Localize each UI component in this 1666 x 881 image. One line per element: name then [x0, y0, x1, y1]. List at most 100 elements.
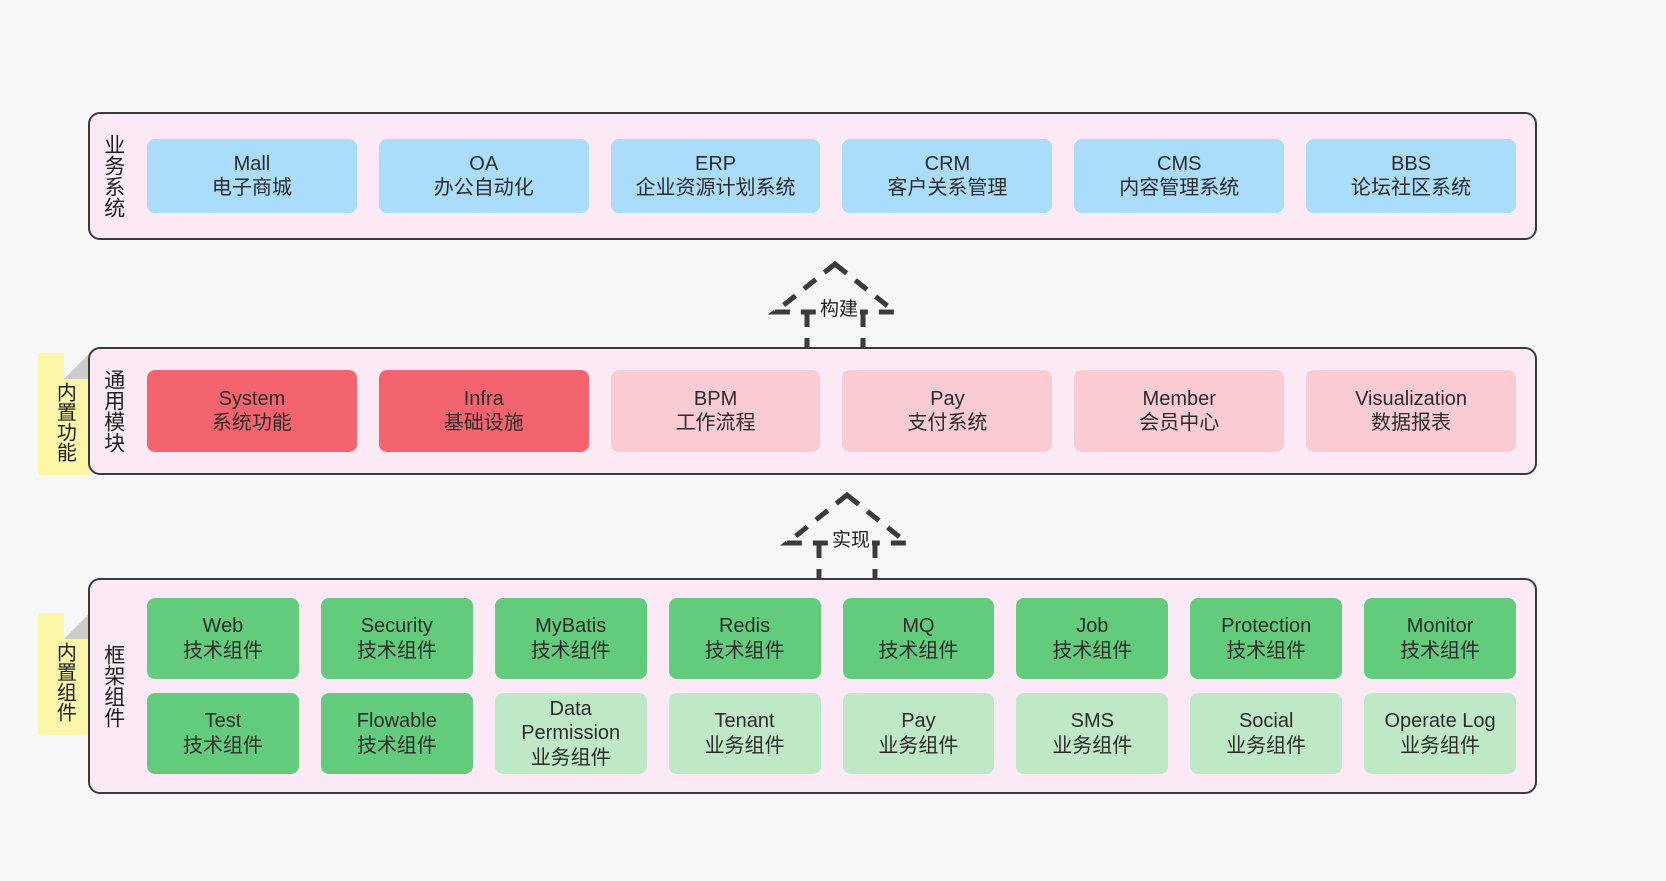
card-tenant-subtitle: 业务组件	[704, 734, 785, 757]
card-security-title: Security	[360, 615, 433, 638]
card-social[interactable]: Social 业务组件	[1190, 693, 1343, 774]
card-cms-title: CMS	[1157, 152, 1202, 175]
card-pay-module-title: Pay	[930, 387, 965, 410]
layer-common-modules: 通用模块 System 系统功能 Infra 基础设施 BPM 工作流程 Pay…	[88, 347, 1537, 475]
card-social-title: Social	[1238, 710, 1294, 733]
card-bbs[interactable]: BBS 论坛社区系统	[1306, 139, 1516, 213]
note-built-in-components: 内置组件	[38, 613, 90, 735]
card-visualization-subtitle: 数据报表	[1371, 412, 1452, 434]
card-mybatis-subtitle: 技术组件	[530, 639, 611, 662]
card-oa-title: OA	[469, 152, 499, 175]
card-job-title: Job	[1076, 615, 1109, 638]
layer-title-modules: 通用模块	[101, 369, 125, 453]
card-tenant-title: Tenant	[714, 710, 775, 733]
framework-row-technical: Web 技术组件 Security 技术组件 MyBatis 技术组件 Redi…	[136, 598, 1527, 679]
connector-implement-label: 实现	[830, 525, 873, 552]
note-built-in-features: 内置功能	[38, 353, 90, 475]
card-web-subtitle: 技术组件	[182, 639, 263, 662]
layer-business-systems: 业务系统 Mall 电子商城 OA 办公自动化 ERP 企业资源计划系统 CRM…	[88, 112, 1537, 240]
card-pay-module[interactable]: Pay 支付系统	[842, 370, 1053, 452]
card-oa[interactable]: OA 办公自动化	[378, 139, 589, 213]
card-data-permission-title: Data Permission	[521, 697, 621, 745]
card-protection-subtitle: 技术组件	[1226, 639, 1307, 662]
card-protection[interactable]: Protection 技术组件	[1190, 598, 1343, 679]
card-data-permission-subtitle: 业务组件	[530, 746, 611, 769]
card-mq-subtitle: 技术组件	[878, 639, 959, 662]
card-bbs-title: BBS	[1391, 152, 1432, 175]
card-crm[interactable]: CRM 客户关系管理	[842, 139, 1053, 213]
card-security-subtitle: 技术组件	[356, 639, 437, 662]
layer-body-business: Mall 电子商城 OA 办公自动化 ERP 企业资源计划系统 CRM 客户关系…	[136, 114, 1535, 238]
card-job[interactable]: Job 技术组件	[1016, 598, 1169, 679]
card-crm-subtitle: 客户关系管理	[887, 177, 1008, 199]
card-visualization[interactable]: Visualization 数据报表	[1306, 370, 1516, 452]
framework-row-business: Test 技术组件 Flowable 技术组件 Data Permission …	[136, 693, 1527, 774]
layer-title-business: 业务系统	[101, 134, 125, 218]
card-erp-subtitle: 企业资源计划系统	[635, 177, 796, 199]
card-crm-title: CRM	[924, 152, 971, 175]
card-test-subtitle: 技术组件	[182, 734, 263, 757]
note-fold-icon	[64, 353, 90, 379]
card-visualization-title: Visualization	[1355, 387, 1468, 410]
card-infra-title: Infra	[463, 387, 504, 410]
card-sms-title: SMS	[1070, 710, 1114, 733]
card-mybatis[interactable]: MyBatis 技术组件	[494, 598, 647, 679]
card-mall-title: Mall	[233, 152, 271, 175]
card-redis[interactable]: Redis 技术组件	[668, 598, 821, 679]
card-mq[interactable]: MQ 技术组件	[842, 598, 995, 679]
card-erp[interactable]: ERP 企业资源计划系统	[610, 139, 821, 213]
card-infra-subtitle: 基础设施	[443, 412, 524, 434]
card-oa-subtitle: 办公自动化	[433, 177, 534, 199]
card-pay-component-title: Pay	[901, 710, 936, 733]
card-monitor[interactable]: Monitor 技术组件	[1364, 598, 1516, 679]
card-system[interactable]: System 系统功能	[147, 370, 357, 452]
card-mall[interactable]: Mall 电子商城	[147, 139, 357, 213]
layer-framework-components: 框架组件 Web 技术组件 Security 技术组件 MyBatis 技术组件…	[88, 578, 1537, 794]
card-cms-subtitle: 内容管理系统	[1119, 177, 1240, 199]
card-flowable-subtitle: 技术组件	[356, 734, 437, 757]
card-system-title: System	[218, 387, 286, 410]
card-cms[interactable]: CMS 内容管理系统	[1074, 139, 1285, 213]
card-sms[interactable]: SMS 业务组件	[1016, 693, 1169, 774]
card-mybatis-title: MyBatis	[535, 615, 607, 638]
connector-implement: 实现	[762, 487, 932, 583]
card-mall-subtitle: 电子商城	[211, 177, 292, 199]
card-monitor-title: Monitor	[1406, 615, 1474, 638]
note-built-in-features-label: 内置功能	[53, 382, 76, 462]
card-protection-title: Protection	[1221, 615, 1312, 638]
card-sms-subtitle: 业务组件	[1052, 734, 1133, 757]
card-social-subtitle: 业务组件	[1226, 734, 1307, 757]
card-operate-log[interactable]: Operate Log 业务组件	[1364, 693, 1516, 774]
layer-body-modules: System 系统功能 Infra 基础设施 BPM 工作流程 Pay 支付系统…	[136, 349, 1535, 473]
card-web-title: Web	[202, 615, 244, 638]
card-monitor-subtitle: 技术组件	[1400, 639, 1481, 662]
card-tenant[interactable]: Tenant 业务组件	[668, 693, 821, 774]
card-redis-title: Redis	[718, 615, 771, 638]
card-test[interactable]: Test 技术组件	[147, 693, 299, 774]
card-infra[interactable]: Infra 基础设施	[378, 370, 589, 452]
card-pay-component-subtitle: 业务组件	[878, 734, 959, 757]
card-member-title: Member	[1142, 387, 1216, 410]
layer-title-framework: 框架组件	[101, 644, 125, 728]
card-bbs-subtitle: 论坛社区系统	[1351, 177, 1472, 199]
card-web[interactable]: Web 技术组件	[147, 598, 299, 679]
card-data-permission[interactable]: Data Permission 业务组件	[494, 693, 647, 774]
note-fold-icon	[64, 613, 90, 639]
card-erp-title: ERP	[695, 152, 737, 175]
card-bpm[interactable]: BPM 工作流程	[610, 370, 821, 452]
card-redis-subtitle: 技术组件	[704, 639, 785, 662]
card-security[interactable]: Security 技术组件	[320, 598, 473, 679]
layer-body-framework: Web 技术组件 Security 技术组件 MyBatis 技术组件 Redi…	[136, 580, 1535, 792]
card-member[interactable]: Member 会员中心	[1074, 370, 1285, 452]
connector-build-label: 构建	[818, 294, 861, 321]
card-flowable[interactable]: Flowable 技术组件	[320, 693, 473, 774]
card-operate-log-subtitle: 业务组件	[1400, 734, 1481, 757]
card-bpm-title: BPM	[693, 387, 738, 410]
card-mq-title: MQ	[902, 615, 935, 638]
card-flowable-title: Flowable	[356, 710, 437, 733]
card-pay-component[interactable]: Pay 业务组件	[842, 693, 995, 774]
card-member-subtitle: 会员中心	[1139, 412, 1220, 434]
card-bpm-subtitle: 工作流程	[675, 412, 756, 434]
card-pay-module-subtitle: 支付系统	[907, 412, 988, 434]
